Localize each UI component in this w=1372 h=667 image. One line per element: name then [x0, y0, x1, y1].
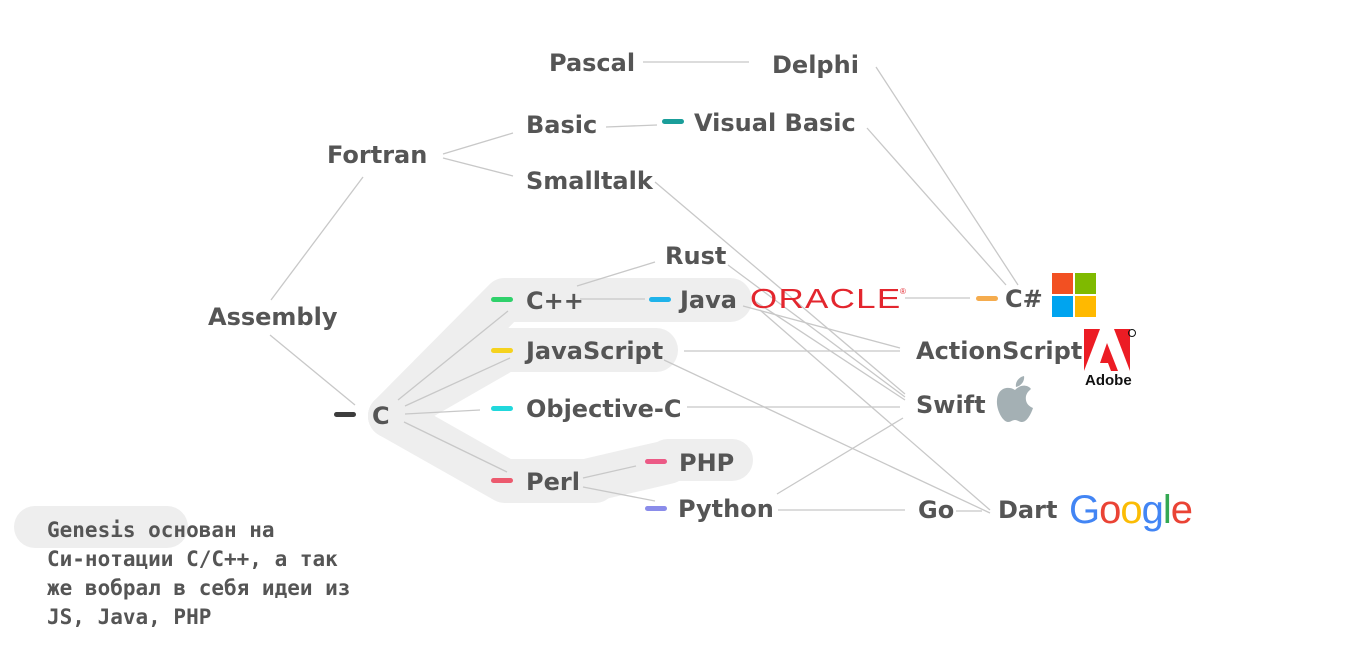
node-basic: Basic: [526, 111, 598, 139]
perl-marker: [491, 478, 513, 483]
edge-java-swift: [752, 299, 906, 401]
cpp-marker: [491, 297, 513, 302]
edge-fortran-smalltalk: [442, 157, 514, 177]
node-swift: Swift: [916, 391, 986, 419]
edge-assembly-c: [269, 334, 356, 406]
google-logo: Google: [1069, 488, 1193, 532]
edge-visual-basic-csharp: [866, 127, 1007, 286]
adobe-mark-icon: [1084, 329, 1130, 371]
edge-basic-visual-basic: [605, 124, 658, 128]
node-java: Java: [680, 286, 737, 314]
edge-java-actionscript: [742, 305, 901, 349]
node-php: PHP: [679, 449, 735, 477]
google-letter-2: o: [1099, 488, 1121, 532]
node-actionscript: ActionScript: [916, 337, 1083, 365]
javascript-marker: [491, 348, 513, 353]
adobe-logo-icon: Adobe: [1082, 329, 1138, 391]
adobe-wordmark: Adobe: [1085, 372, 1132, 389]
node-objective-c: Objective-C: [526, 395, 682, 423]
edge-smalltalk-swift: [654, 181, 906, 395]
note-highlight: [14, 506, 188, 548]
connector-lines: [269, 61, 1019, 514]
edge-c-cpp: [397, 310, 509, 401]
node-rust: Rust: [665, 242, 727, 270]
edge-perl-python: [582, 486, 656, 502]
oracle-wordmark: ORACLE: [750, 283, 902, 314]
c-marker: [334, 412, 356, 417]
node-smalltalk: Smalltalk: [526, 167, 653, 195]
edge-python-swift: [776, 417, 904, 495]
python-marker: [645, 506, 667, 511]
node-go: Go: [918, 496, 955, 524]
adobe-registered-mark: [1128, 329, 1136, 337]
node-fortran: Fortran: [327, 141, 428, 169]
edge-delphi-csharp: [875, 66, 1019, 286]
microsoft-logo-icon: [1052, 273, 1096, 317]
apple-logo-icon: [996, 376, 1033, 422]
node-assembly: Assembly: [208, 303, 338, 331]
objective-c-marker: [491, 406, 513, 411]
node-visual-basic: Visual Basic: [694, 109, 856, 137]
note-line: JS, Java, PHP: [47, 605, 212, 629]
note-line: Си-нотации C/C++, а так: [47, 547, 338, 571]
google-letter-1: G: [1069, 488, 1100, 532]
edge-cpp-rust: [576, 261, 656, 287]
google-letter-4: g: [1141, 488, 1164, 532]
edge-rust-swift: [727, 264, 906, 398]
oracle-registered-mark: ®: [900, 287, 906, 296]
edge-perl-php: [582, 465, 637, 479]
edge-c-perl: [403, 421, 508, 473]
node-python: Python: [678, 495, 774, 523]
node-csharp: C#: [1005, 285, 1043, 313]
node-pascal: Pascal: [549, 49, 636, 77]
node-javascript: JavaScript: [526, 337, 664, 365]
node-c: C: [372, 402, 390, 430]
genesis-note: Genesis основан на Си-нотации C/C++, а т…: [47, 516, 447, 632]
node-cpp: C++: [526, 287, 584, 315]
oracle-logo: ORACLE ®: [750, 285, 906, 313]
google-letter-6: e: [1170, 488, 1193, 532]
node-dart: Dart: [998, 496, 1058, 524]
edge-c-objective-c: [404, 409, 481, 415]
csharp-marker: [976, 296, 998, 301]
node-delphi: Delphi: [772, 51, 859, 79]
edge-c-javascript: [404, 357, 511, 407]
edge-fortran-basic: [442, 132, 514, 155]
edge-javascript-dart: [663, 359, 991, 514]
edge-java-dart: [759, 309, 991, 511]
visual-basic-marker: [662, 119, 684, 124]
java-marker: [649, 297, 671, 302]
php-marker: [645, 459, 667, 464]
note-line: же вобрал в себя идеи из: [47, 576, 351, 600]
note-line: Genesis основан на: [47, 518, 275, 542]
edge-assembly-fortran: [270, 176, 364, 301]
google-letter-5: l: [1162, 488, 1172, 532]
node-perl: Perl: [526, 468, 580, 496]
google-letter-3: o: [1120, 488, 1142, 532]
